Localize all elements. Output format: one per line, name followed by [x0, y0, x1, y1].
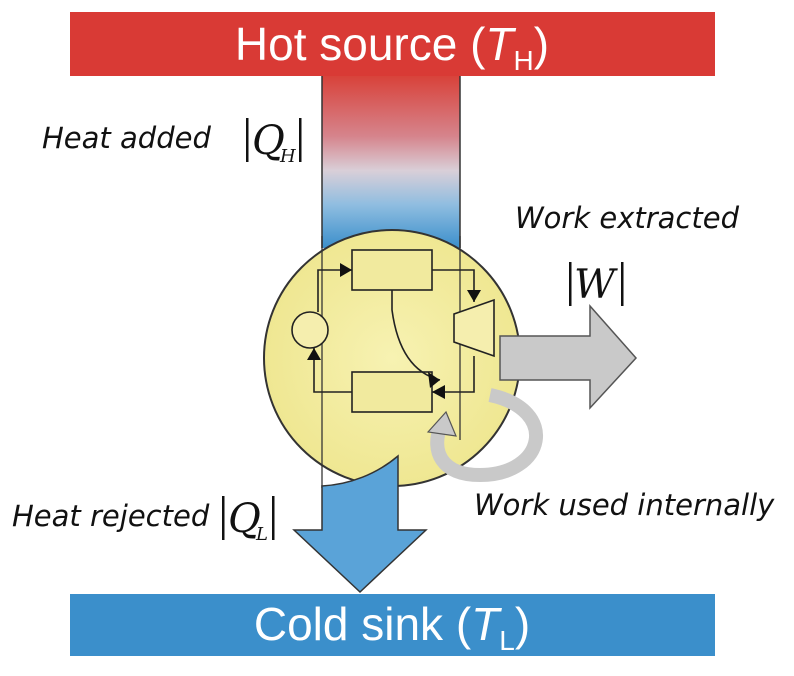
- hot-source-rect: [70, 12, 715, 76]
- boiler-box: [351, 249, 433, 291]
- cold-sink-band: Cold sink (TL): [70, 594, 715, 656]
- cold-sink-rect: [70, 594, 715, 656]
- svg-text:W: W: [574, 262, 618, 308]
- ql-math: Q L: [222, 496, 275, 545]
- condenser-box: [351, 371, 433, 413]
- heat-added-label: Heat added: [42, 121, 211, 155]
- work-extracted-shape: [499, 304, 638, 410]
- work-extracted-arrow: [499, 304, 638, 410]
- svg-text:Q: Q: [252, 118, 285, 164]
- hot-source-label: Hot source (TH): [235, 18, 549, 76]
- qh-math: Q H: [246, 118, 302, 167]
- svg-text:Q: Q: [228, 496, 261, 542]
- hot-source-band: Hot source (TH): [70, 12, 715, 76]
- work-internal-label: Work used internally: [474, 488, 775, 522]
- cold-sink-label: Cold sink (TL): [254, 598, 530, 656]
- pump-circle: [291, 311, 329, 349]
- heat-rejected-arrow: [292, 454, 428, 594]
- schematic-arrowheads: [307, 263, 481, 399]
- heat-rejected-shape: [292, 454, 428, 594]
- heat-flow-arrow: [321, 76, 461, 248]
- internal-work-loop: [426, 388, 544, 483]
- work-extracted-label: Work extracted: [515, 201, 740, 235]
- heat-flow-upper: [322, 76, 460, 248]
- svg-text:L: L: [255, 524, 268, 545]
- turbine-shape: [453, 298, 495, 358]
- w-math: W: [569, 262, 624, 308]
- svg-text:H: H: [279, 146, 296, 167]
- heat-rejected-label: Heat rejected: [12, 499, 210, 533]
